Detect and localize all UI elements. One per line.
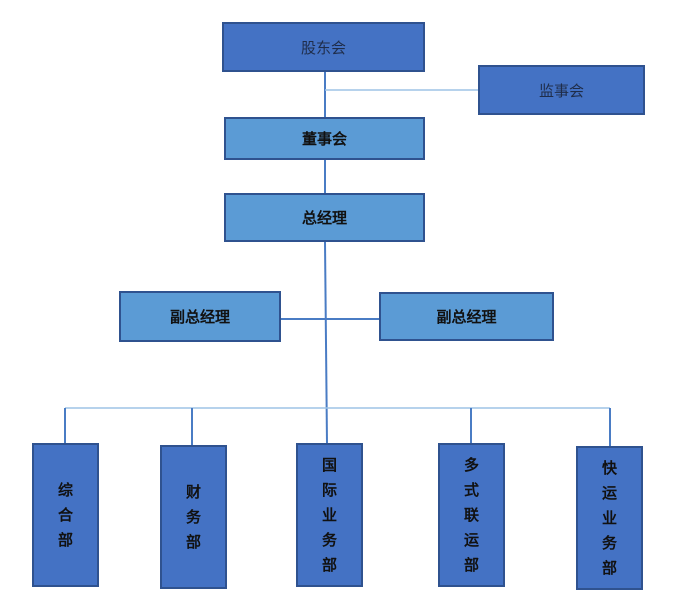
- department-box: 多式联运部: [438, 443, 505, 587]
- department-box: 财务部: [160, 445, 227, 589]
- deputy-gm-right-label: 副总经理: [436, 308, 497, 326]
- deputy-gm-right-box: 副总经理: [379, 292, 554, 341]
- deputy-gm-left-label: 副总经理: [169, 308, 230, 326]
- department-label: 综合部: [57, 480, 73, 549]
- deputy-gm-left-box: 副总经理: [119, 291, 281, 342]
- department-label: 快运业务部: [601, 458, 617, 577]
- department-box: 国际业务部: [296, 443, 363, 587]
- department-box: 快运业务部: [576, 446, 643, 590]
- shareholders-box: 股东会: [222, 22, 425, 72]
- department-label: 财务部: [185, 482, 201, 551]
- board-of-directors-box: 董事会: [224, 117, 425, 160]
- department-box: 综合部: [32, 443, 99, 587]
- general-manager-label: 总经理: [301, 209, 347, 227]
- supervisory-board-label: 监事会: [538, 81, 584, 100]
- department-label: 国际业务部: [321, 455, 337, 574]
- connector-gm-down: [324, 241, 328, 445]
- department-label: 多式联运部: [463, 455, 479, 574]
- board-of-directors-label: 董事会: [301, 130, 347, 148]
- general-manager-box: 总经理: [224, 193, 425, 242]
- supervisory-board-box: 监事会: [478, 65, 645, 115]
- shareholders-label: 股东会: [300, 38, 346, 57]
